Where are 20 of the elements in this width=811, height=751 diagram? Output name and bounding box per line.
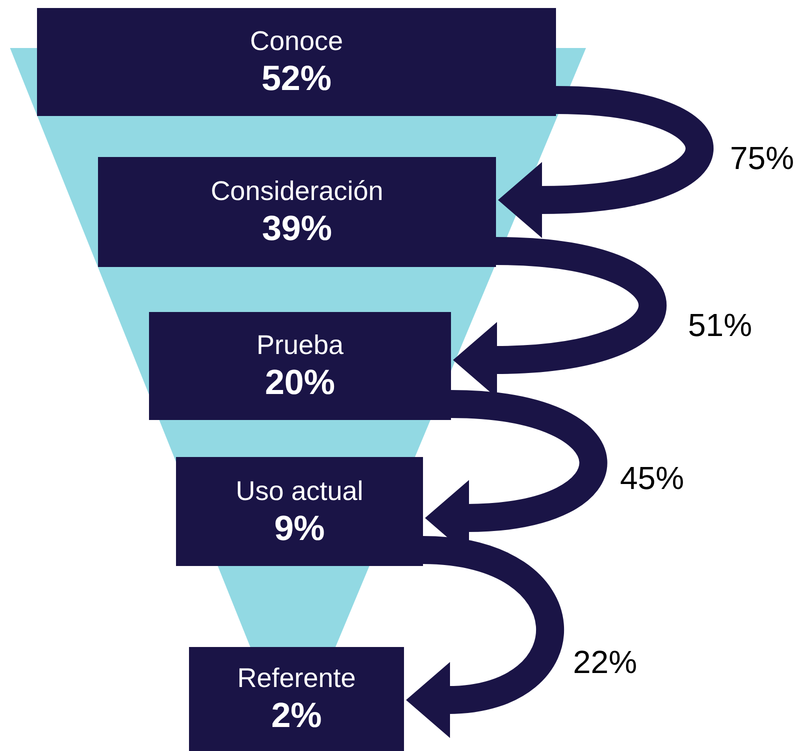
stage-box (176, 457, 423, 566)
conversion-rate-label: 75% (730, 139, 794, 178)
stage-percentage: 2% (271, 695, 322, 737)
stage-name: Uso actual (236, 474, 364, 508)
stage-name: Prueba (256, 329, 344, 362)
conversion-rate-label: 45% (620, 459, 684, 498)
stage-percentage: 20% (264, 362, 336, 404)
stage-name: Conoce (250, 25, 344, 58)
stage-box (37, 8, 556, 116)
stage-percentage: 39% (262, 208, 332, 250)
conversion-rate-label: 51% (688, 306, 752, 345)
stage-percentage: 9% (274, 508, 325, 550)
stage-percentage: 52% (261, 58, 332, 100)
conversion-rate-label: 22% (573, 643, 638, 682)
stage-name: Referente (237, 662, 356, 695)
stage-name: Consideración (210, 175, 384, 208)
stage-box (98, 157, 496, 267)
stage-box (189, 647, 404, 751)
curved-arrow (498, 86, 713, 238)
stage-box (149, 312, 451, 420)
